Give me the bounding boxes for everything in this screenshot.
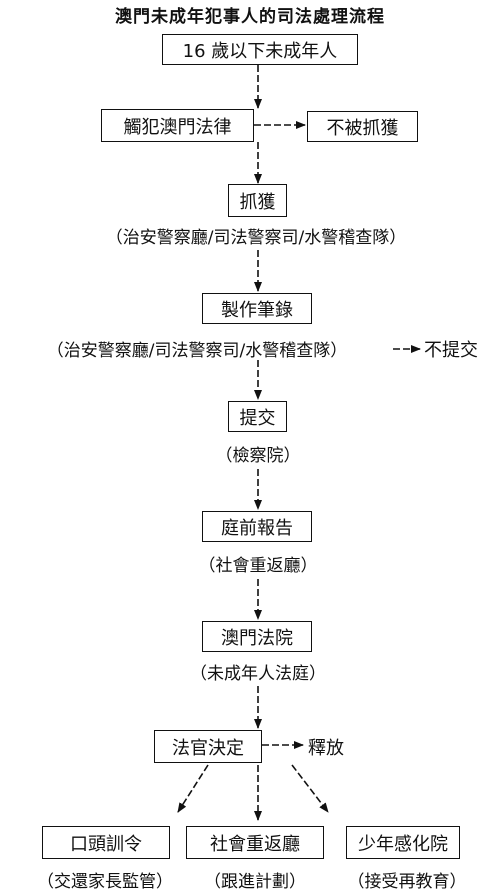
note-juvenile-court: （未成年人法庭） — [190, 664, 326, 684]
node-minor: 16 歲以下未成年人 — [162, 34, 358, 65]
note-parental-supervision: （交還家長監管） — [37, 872, 173, 892]
arrow-decision-to-youth-institute — [291, 764, 329, 813]
diagram-title: 澳門未成年犯事人的司法處理流程 — [115, 7, 385, 27]
node-arrest: 抓獲 — [228, 184, 287, 217]
node-youth-institute: 少年感化院 — [346, 826, 460, 859]
note-reinsertion-dept: （社會重返廳） — [198, 556, 318, 576]
node-verbal-warning: 口頭訓令 — [42, 826, 170, 859]
node-not-arrested: 不被抓獲 — [307, 111, 418, 142]
node-pretrial-report: 庭前報告 — [202, 511, 312, 542]
node-social-reinsertion: 社會重返廳 — [186, 826, 324, 859]
note-reeducation: （接受再教育） — [347, 872, 467, 892]
node-judge-decision: 法官決定 — [154, 730, 262, 763]
node-release: 釋放 — [308, 738, 344, 759]
note-record-agency: （治安警察廳/司法警察司/水警稽查隊） — [46, 341, 348, 361]
node-submit: 提交 — [228, 401, 287, 432]
node-violate-law: 觸犯澳門法律 — [101, 109, 254, 142]
note-arrest-agency: （治安警察廳/司法警察司/水警稽查隊） — [105, 228, 407, 248]
node-record: 製作筆錄 — [202, 293, 312, 324]
note-follow-up-plan: （跟進計劃） — [204, 872, 306, 892]
arrow-decision-to-warning — [177, 764, 209, 813]
note-prosecution: （檢察院） — [215, 446, 301, 466]
node-macau-court: 澳門法院 — [202, 621, 312, 652]
node-not-submitted: 不提交 — [424, 340, 478, 361]
